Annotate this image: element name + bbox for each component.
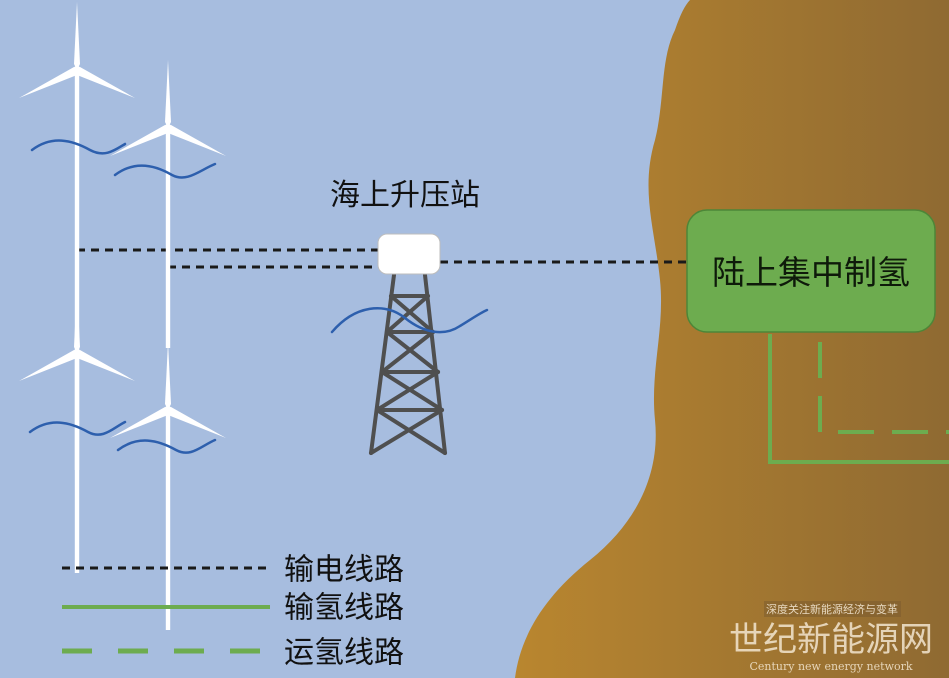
watermark-title: 世纪新能源网 [729,620,933,660]
turbine-waves [28,139,217,454]
legend: 输电线路 输氢线路 运氢线路 [62,553,404,671]
hydrogen-pipeline-onshore [768,334,949,464]
hydrogen-transport-onshore [818,342,949,434]
legend-label-transport: 运氢线路 [284,636,404,671]
legend-label-power: 输电线路 [284,553,404,588]
land-mass [515,0,949,678]
onshore-label: 陆上集中制氢 [712,253,910,292]
substation-platform [377,233,441,275]
watermark: 深度关注新能源经济与变革 世纪新能源网 Century new energy n… [729,601,933,673]
legend-label-pipeline: 输氢线路 [284,591,404,626]
substation-tower [369,273,447,455]
substation-wave [330,306,489,334]
watermark-tagline-bg [764,601,901,617]
onshore-hydrogen-box [686,209,936,333]
station-label: 海上升压站 [330,178,480,213]
watermark-subtitle: Century new energy network [749,660,912,673]
watermark-tagline: 深度关注新能源经济与变革 [766,602,898,616]
